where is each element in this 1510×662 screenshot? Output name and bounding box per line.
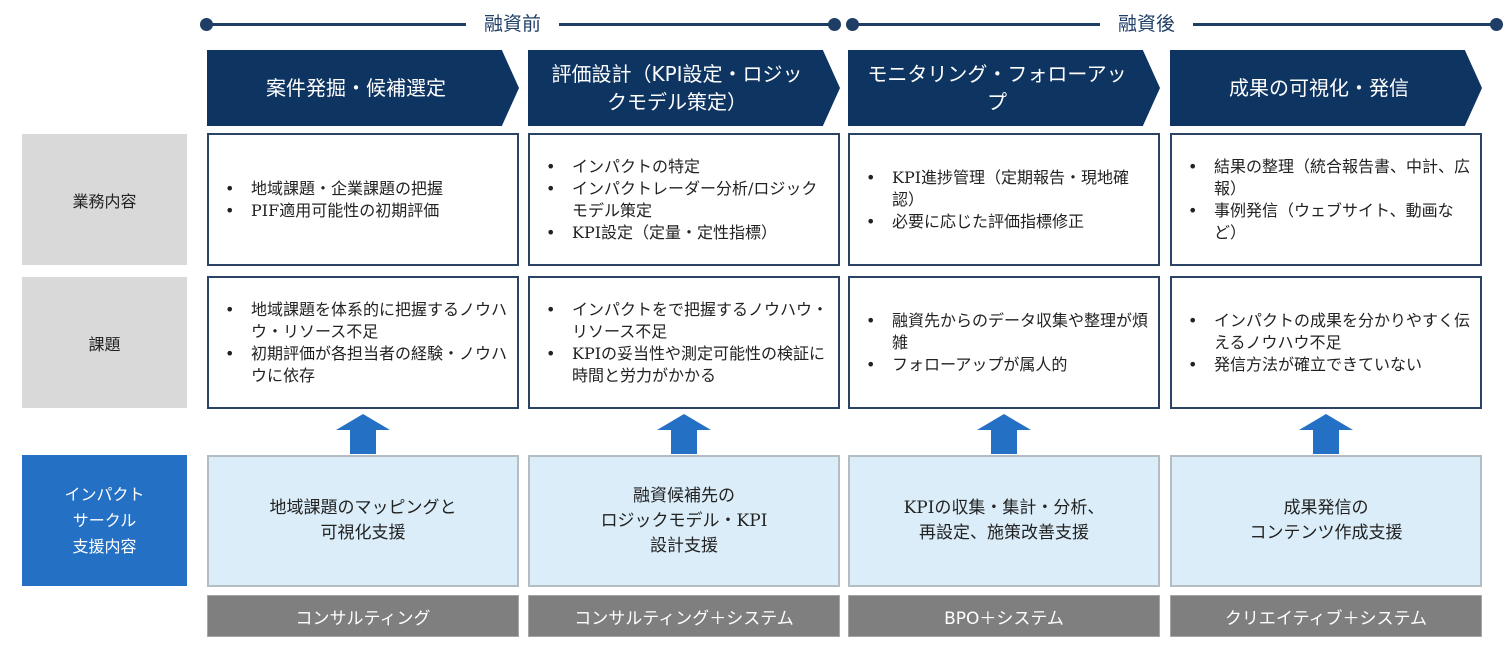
support-line: 融資候補先の bbox=[632, 485, 735, 506]
row-label-issues: 課題 bbox=[22, 277, 187, 408]
issue-item: KPIの妥当性や測定可能性の検証に時間と労力がかかる bbox=[542, 343, 828, 387]
row-label-text: 課題 bbox=[88, 334, 121, 354]
phase-title: 評価設計（KPI設定・ロジックモデル策定） bbox=[551, 62, 803, 114]
service-type-label: コンサルティング＋システム bbox=[574, 608, 794, 629]
support-line: 地域課題のマッピングと bbox=[269, 498, 457, 518]
business-item: インパクトの特定 bbox=[542, 156, 828, 178]
support-line: 再設定、施策改善支援 bbox=[918, 523, 1089, 543]
business-box-discovery: 地域課題・企業課題の把握 PIF適用可能性の初期評価 bbox=[207, 133, 519, 266]
up-arrow-icon bbox=[1299, 414, 1353, 454]
timeline-label-before: 融資前 bbox=[466, 12, 560, 36]
service-type-label: コンサルティング bbox=[295, 608, 431, 629]
row-label-line: サークル bbox=[72, 510, 137, 530]
phase-header-evaluation-design: 評価設計（KPI設定・ロジックモデル策定） bbox=[528, 50, 840, 126]
support-box-monitoring: KPIの収集・集計・分析、 再設定、施策改善支援 bbox=[848, 455, 1160, 587]
support-line: ロジックモデル・KPI bbox=[600, 510, 768, 531]
timeline-before-financing: 融資前 bbox=[200, 12, 842, 36]
business-box-monitoring: KPI進捗管理（定期報告・現地確認） 必要に応じた評価指標修正 bbox=[848, 133, 1160, 266]
row-label-text: 業務内容 bbox=[72, 191, 137, 211]
issue-item: 初期評価が各担当者の経験・ノウハウに依存 bbox=[221, 343, 507, 387]
row-label-business: 業務内容 bbox=[22, 134, 187, 265]
up-arrow-icon bbox=[977, 414, 1031, 454]
support-box-evaluation-design: 融資候補先の ロジックモデル・KPI 設計支援 bbox=[528, 455, 840, 587]
phase-title: 成果の可視化・発信 bbox=[1229, 76, 1409, 100]
phase-title: 案件発掘・候補選定 bbox=[266, 76, 446, 100]
business-item: 地域課題・企業課題の把握 bbox=[221, 178, 507, 200]
service-type-consulting-system: コンサルティング＋システム bbox=[528, 595, 840, 637]
issue-item: 発信方法が確立できていない bbox=[1184, 354, 1470, 376]
phase-header-discovery: 案件発掘・候補選定 bbox=[207, 50, 519, 126]
service-type-label: クリエイティブ＋システム bbox=[1224, 608, 1428, 629]
issues-box-discovery: 地域課題を体系的に把握するノウハウ・リソース不足 初期評価が各担当者の経験・ノウ… bbox=[207, 276, 519, 409]
issue-item: インパクトの成果を分かりやすく伝えるノウハウ不足 bbox=[1184, 310, 1470, 354]
business-item: 結果の整理（統合報告書、中計、広報） bbox=[1184, 156, 1470, 200]
issue-item: 地域課題を体系的に把握するノウハウ・リソース不足 bbox=[221, 299, 507, 343]
issues-box-evaluation-design: インパクトをで把握するノウハウ・リソース不足 KPIの妥当性や測定可能性の検証に… bbox=[528, 276, 840, 409]
support-box-discovery: 地域課題のマッピングと 可視化支援 bbox=[207, 455, 519, 587]
business-item: KPI進捗管理（定期報告・現地確認） bbox=[862, 167, 1148, 211]
up-arrow-icon bbox=[657, 414, 711, 454]
issues-box-monitoring: 融資先からのデータ収集や整理が煩雑 フォローアップが属人的 bbox=[848, 276, 1160, 409]
service-type-consulting: コンサルティング bbox=[207, 595, 519, 637]
issues-box-visualization: インパクトの成果を分かりやすく伝えるノウハウ不足 発信方法が確立できていない bbox=[1170, 276, 1482, 409]
business-item: インパクトレーダー分析/ロジックモデル策定 bbox=[542, 178, 828, 222]
row-label-support: インパクト サークル 支援内容 bbox=[22, 455, 187, 586]
timeline-end-dot bbox=[1490, 18, 1503, 31]
timeline-after-financing: 融資後 bbox=[846, 12, 1503, 36]
support-line: KPIの収集・集計・分析、 bbox=[903, 498, 1105, 518]
support-box-visualization: 成果発信の コンテンツ作成支援 bbox=[1170, 455, 1482, 587]
issue-item: 融資先からのデータ収集や整理が煩雑 bbox=[862, 310, 1148, 354]
service-type-bpo-system: BPO＋システム bbox=[848, 595, 1160, 637]
row-label-line: インパクト bbox=[64, 484, 145, 504]
issue-item: インパクトをで把握するノウハウ・リソース不足 bbox=[542, 299, 828, 343]
business-item: KPI設定（定量・定性指標） bbox=[542, 222, 828, 244]
support-line: 設計支援 bbox=[649, 535, 718, 556]
issue-item: フォローアップが属人的 bbox=[862, 354, 1148, 376]
service-type-creative-system: クリエイティブ＋システム bbox=[1170, 595, 1482, 637]
business-item: 必要に応じた評価指標修正 bbox=[862, 211, 1148, 233]
timeline-label-after: 融資後 bbox=[1100, 12, 1194, 36]
support-line: 成果発信の bbox=[1283, 498, 1369, 518]
business-box-evaluation-design: インパクトの特定 インパクトレーダー分析/ロジックモデル策定 KPI設定（定量・… bbox=[528, 133, 840, 266]
up-arrow-icon bbox=[336, 414, 390, 454]
support-line: コンテンツ作成支援 bbox=[1249, 523, 1403, 543]
phase-header-visualization: 成果の可視化・発信 bbox=[1170, 50, 1482, 126]
row-label-line: 支援内容 bbox=[72, 536, 137, 556]
phase-title: モニタリング・フォローアップ bbox=[867, 62, 1127, 114]
business-item: 事例発信（ウェブサイト、動画など） bbox=[1184, 200, 1470, 244]
phase-header-monitoring: モニタリング・フォローアップ bbox=[848, 50, 1160, 126]
service-type-label: BPO＋システム bbox=[944, 608, 1064, 629]
timeline-end-dot bbox=[828, 18, 841, 31]
business-box-visualization: 結果の整理（統合報告書、中計、広報） 事例発信（ウェブサイト、動画など） bbox=[1170, 133, 1482, 266]
business-item: PIF適用可能性の初期評価 bbox=[221, 200, 507, 222]
support-line: 可視化支援 bbox=[320, 523, 406, 543]
